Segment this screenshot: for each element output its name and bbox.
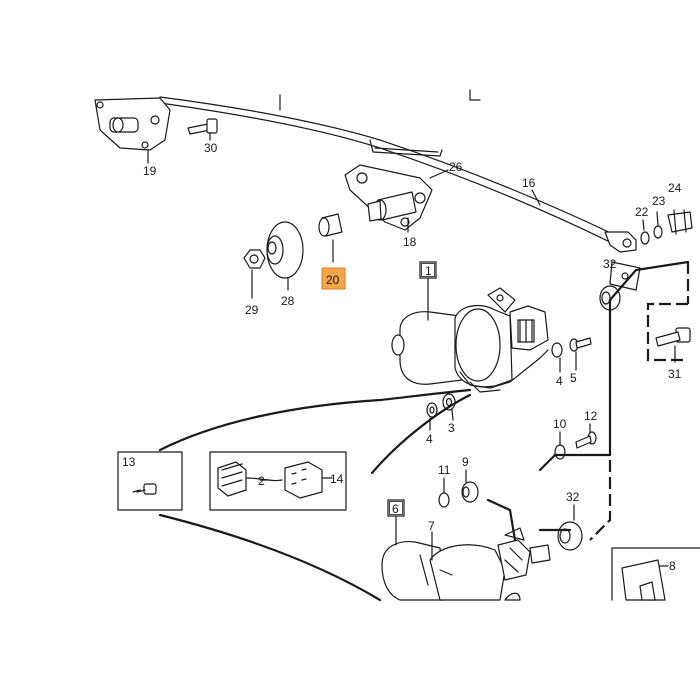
wiper-motor-1 (391, 277, 549, 393)
callout-31: 31 (668, 367, 682, 381)
callout-11: 11 (438, 463, 451, 477)
relay-8 (611, 547, 700, 601)
callout-14: 14 (330, 472, 344, 486)
washer-11 (438, 477, 450, 508)
callout-box-1 (419, 261, 437, 279)
callout-32-lower: 32 (566, 490, 580, 504)
callout-18: 18 (403, 235, 417, 249)
callout-30: 30 (204, 141, 218, 155)
washer-4b (426, 402, 438, 431)
callout-6: 6 (392, 502, 399, 516)
callout-5: 5 (570, 371, 577, 385)
callout-26: 26 (449, 160, 463, 174)
grommet-32b (557, 504, 583, 551)
washer-22 (640, 219, 650, 245)
highlight-box-20 (321, 267, 346, 290)
rod-end-16 (531, 189, 637, 253)
callout-29: 29 (245, 303, 259, 317)
motor-foot (504, 592, 521, 601)
callout-box-6 (387, 499, 405, 517)
callout-box-6-inner (389, 501, 403, 515)
callout-32-upper: 32 (603, 257, 617, 271)
linkage-rods (159, 94, 616, 244)
callout-10: 10 (553, 417, 567, 431)
nut-29 (243, 249, 266, 299)
callout-24: 24 (668, 181, 682, 195)
inset-box-13 (117, 451, 183, 511)
callout-19: 19 (143, 164, 157, 178)
spindle-18 (367, 191, 417, 233)
bracket-link (609, 261, 641, 291)
callout-3: 3 (448, 421, 455, 435)
clip-24 (667, 209, 693, 235)
bolt-30 (187, 118, 218, 141)
callout-20: 20 (326, 273, 340, 287)
grommet-9 (461, 469, 479, 503)
rear-wiper-motor-6 (381, 513, 551, 601)
callout-4-upper: 4 (556, 374, 563, 388)
bushing-20 (318, 213, 343, 263)
callout-7: 7 (428, 519, 435, 533)
inset-box-connectors (209, 451, 347, 511)
wiring-harness (158, 260, 690, 602)
callout-23: 23 (652, 194, 666, 208)
bolt-31 (655, 327, 691, 363)
callout-4-lower: 4 (426, 432, 433, 446)
top-frame-corner (469, 89, 481, 101)
callout-28: 28 (281, 294, 295, 308)
callout-12: 12 (584, 409, 598, 423)
callout-box-1-inner (421, 263, 435, 277)
callout-8: 8 (669, 559, 676, 573)
clip-23 (653, 211, 663, 239)
callout-9: 9 (462, 455, 469, 469)
callout-16: 16 (522, 176, 536, 190)
callout-2: 2 (258, 474, 265, 488)
washer-4a (551, 342, 563, 373)
callout-22: 22 (635, 205, 649, 219)
callout-labels: 19 30 26 16 18 20 28 29 1 32 22 23 24 31… (122, 141, 682, 573)
pivot-bracket-19 (94, 97, 171, 164)
callout-13: 13 (122, 455, 136, 469)
screw-12 (575, 423, 597, 449)
screw-5 (569, 337, 592, 371)
cap-28 (266, 221, 304, 291)
callout-1: 1 (425, 264, 432, 278)
